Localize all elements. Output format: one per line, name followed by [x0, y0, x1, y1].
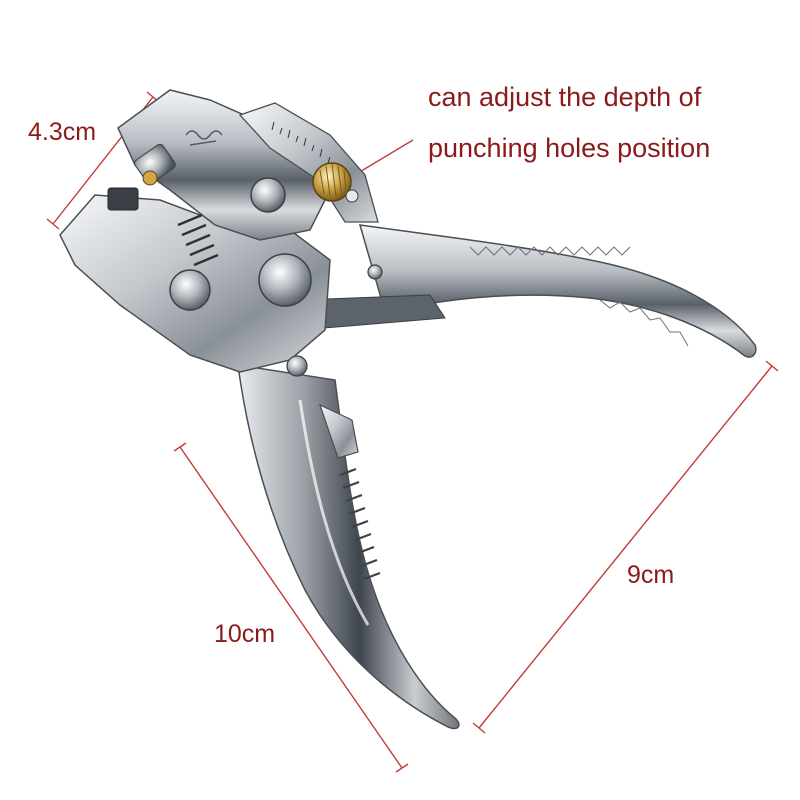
upper-handle-length-label: 9cm: [627, 561, 675, 589]
pliers-head: [59, 89, 383, 377]
annotation-line-1: can adjust the depth of: [428, 82, 702, 112]
punch-tip: [142, 170, 158, 186]
annotation-line-2: punching holes position: [428, 133, 711, 163]
lower-handle: [237, 364, 460, 730]
anvil: [107, 187, 139, 211]
jaw-width-label: 4.3cm: [28, 118, 97, 146]
small-rivet: [286, 355, 308, 377]
brand-logo-mark: [185, 130, 223, 146]
lower-handle-length-label: 10cm: [214, 620, 276, 648]
return-spring: [339, 467, 381, 581]
knob-knurling: [319, 163, 347, 197]
depth-scale-ticks: [271, 121, 331, 164]
main-pivot-rivet: [258, 253, 312, 307]
knob-screw: [345, 189, 359, 203]
dimension-line-lower-handle: [173, 442, 409, 773]
small-rivet-2: [367, 264, 383, 280]
jaw-spring: [177, 213, 219, 267]
handle-knurl-pattern: [469, 246, 689, 347]
lower-pivot-rivet: [169, 269, 211, 311]
dimension-line-upper-handle: [472, 360, 779, 734]
upper-pivot-rivet: [250, 177, 286, 213]
upper-handle: [299, 224, 757, 358]
